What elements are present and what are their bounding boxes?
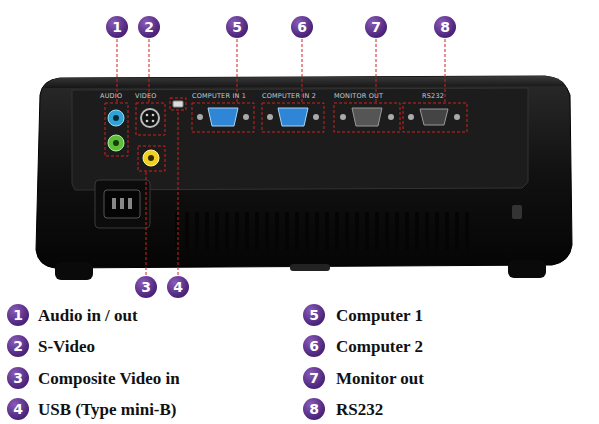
callout-number: 5 bbox=[226, 16, 248, 38]
legend-text: Computer 2 bbox=[336, 338, 423, 355]
callout-number: 8 bbox=[303, 398, 325, 420]
legend-text: Monitor out bbox=[336, 370, 424, 387]
port-label: AUDIO bbox=[100, 93, 122, 100]
port-label: RS232 bbox=[422, 93, 444, 100]
callout-number: 3 bbox=[7, 367, 29, 389]
callout-number: 2 bbox=[7, 335, 29, 357]
port-label: COMPUTER IN 2 bbox=[262, 93, 316, 100]
port-label: COMPUTER IN 1 bbox=[192, 93, 246, 100]
callout-number: 4 bbox=[167, 276, 189, 298]
port-label: VIDEO bbox=[135, 93, 157, 100]
legend-text: Audio in / out bbox=[38, 307, 138, 324]
legend-text: Composite Video in bbox=[38, 370, 180, 387]
callout-number: 1 bbox=[106, 16, 128, 38]
callout-number: 7 bbox=[303, 367, 325, 389]
callout-number: 2 bbox=[138, 16, 160, 38]
callout-number: 7 bbox=[365, 16, 387, 38]
callout-number: 8 bbox=[434, 16, 456, 38]
legend-text: S-Video bbox=[38, 338, 95, 355]
callout-number: 5 bbox=[303, 304, 325, 326]
callout-number: 1 bbox=[7, 304, 29, 326]
legend-text: USB (Type mini-B) bbox=[38, 401, 177, 418]
legend-text: Computer 1 bbox=[336, 307, 423, 324]
callout-number: 4 bbox=[7, 398, 29, 420]
port-label: MONITOR OUT bbox=[334, 93, 383, 100]
callout-number: 6 bbox=[303, 335, 325, 357]
legend-text: RS232 bbox=[336, 401, 383, 418]
callout-number: 3 bbox=[135, 276, 157, 298]
callout-number: 6 bbox=[291, 16, 313, 38]
